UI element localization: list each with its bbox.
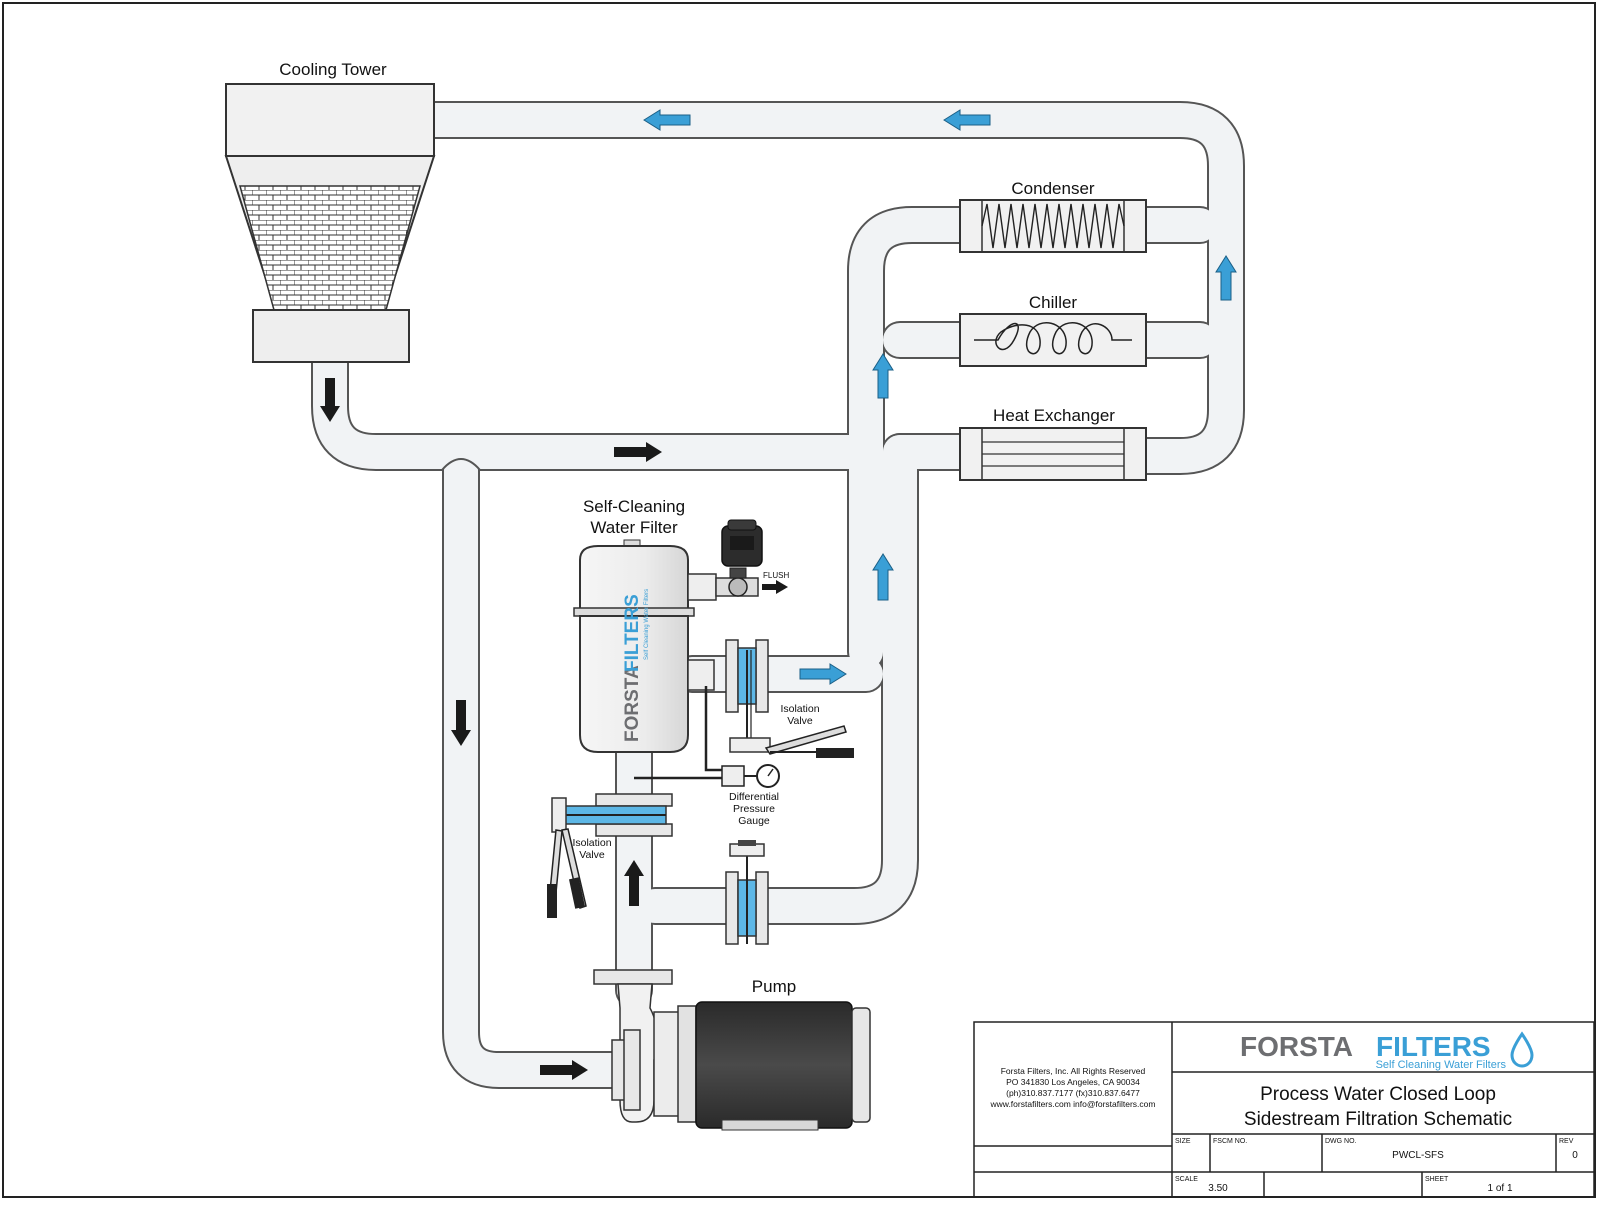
- title-block: [973, 1021, 1595, 1198]
- flow-arrow-filter-inlet: [624, 860, 644, 906]
- heat-exchanger: [959, 427, 1147, 481]
- inlet-valve-label-line1: Isolation: [572, 837, 611, 849]
- rev-value: 0: [1572, 1150, 1578, 1161]
- svg-text:Self Cleaning Water Filters: Self Cleaning Water Filters: [1376, 1059, 1507, 1071]
- drawing-title-line1: Process Water Closed Loop: [1260, 1084, 1496, 1105]
- sheet-label: SHEET: [1425, 1176, 1449, 1183]
- sheet-value: 1 of 1: [1487, 1183, 1512, 1194]
- pump-motor: [695, 1001, 853, 1129]
- dpg-label-line3: Gauge: [738, 815, 770, 827]
- flush-actuator: [721, 519, 763, 567]
- pump: [593, 969, 871, 1131]
- svg-text:FORSTA: FORSTA: [622, 665, 643, 742]
- bypass-isolation-valve: [725, 840, 769, 945]
- svg-text:FILTERS: FILTERS: [622, 594, 643, 672]
- size-label: SIZE: [1175, 1138, 1191, 1145]
- condenser-label: Condenser: [1011, 179, 1095, 198]
- cooling-tower-label: Cooling Tower: [279, 60, 387, 79]
- flow-arrow-left-down: [451, 700, 471, 746]
- outlet-valve-label-line2: Valve: [787, 715, 813, 727]
- svg-text:Self Cleaning Water Filters: Self Cleaning Water Filters: [644, 589, 650, 660]
- inlet-isolation-valve: [547, 793, 673, 918]
- flow-arrow-supply-riser-1: [872, 353, 894, 399]
- fscm-label: FSCM NO.: [1213, 1138, 1247, 1145]
- company-line-3: (ph)310.837.7177 (fx)310.837.6477: [1006, 1088, 1140, 1098]
- company-line-1: Forsta Filters, Inc. All Rights Reserved: [1001, 1066, 1146, 1076]
- flush-label: FLUSH: [763, 571, 789, 580]
- dwg-label: DWG NO.: [1325, 1138, 1357, 1145]
- company-line-2: PO 341830 Los Angeles, CA 90034: [1006, 1077, 1140, 1087]
- scale-value: 3.50: [1208, 1183, 1228, 1194]
- svg-text:FORSTA: FORSTA: [1240, 1031, 1353, 1062]
- dpg-label-line2: Pressure: [733, 803, 775, 815]
- chiller-label: Chiller: [1029, 293, 1078, 312]
- drawing-title-line2: Sidestream Filtration Schematic: [1244, 1109, 1512, 1130]
- filter-label-line1: Self-Cleaning: [583, 497, 685, 516]
- flow-arrow-supply-right: [614, 442, 662, 462]
- water-drop-icon: [1510, 1031, 1534, 1068]
- chiller: [959, 313, 1147, 367]
- self-cleaning-filter: [573, 519, 763, 753]
- flush-valve-body: [728, 577, 748, 597]
- flow-arrow-return-2: [943, 109, 991, 131]
- flow-arrow-pump-inlet: [540, 1060, 588, 1080]
- flush-arrow: [762, 580, 788, 594]
- pump-label: Pump: [752, 977, 796, 996]
- differential-pressure-gauge: [634, 686, 780, 788]
- svg-text:FILTERS: FILTERS: [1376, 1031, 1491, 1062]
- pipe-network: [311, 101, 1245, 1089]
- flow-arrow-filter-outlet: [799, 663, 847, 685]
- flow-arrow-supply-riser-2: [872, 553, 894, 601]
- condenser: [959, 199, 1147, 253]
- flow-arrow-return-1: [643, 109, 691, 131]
- flow-arrows: [320, 109, 1237, 1080]
- dpg-label-line1: Differential: [729, 791, 779, 803]
- inlet-valve-label-line2: Valve: [579, 849, 605, 861]
- title-block-logo: FORSTA FILTERS Self Cleaning Water Filte…: [1240, 1031, 1534, 1071]
- flow-arrow-tower-down: [320, 378, 340, 422]
- outlet-valve-label-line1: Isolation: [780, 703, 819, 715]
- flow-arrow-right-riser: [1215, 255, 1237, 301]
- scale-label: SCALE: [1175, 1176, 1198, 1183]
- heat-exchanger-label: Heat Exchanger: [993, 406, 1115, 425]
- outlet-isolation-valve: [725, 639, 854, 758]
- cooling-tower: [224, 83, 436, 363]
- dwg-value: PWCL-SFS: [1392, 1150, 1444, 1161]
- filter-label-line2: Water Filter: [590, 518, 678, 537]
- company-line-4: www.forstafilters.com info@forstafilters…: [990, 1099, 1156, 1109]
- rev-label: REV: [1559, 1138, 1574, 1145]
- filter-body-logo: FORSTA FILTERS Self Cleaning Water Filte…: [622, 589, 650, 742]
